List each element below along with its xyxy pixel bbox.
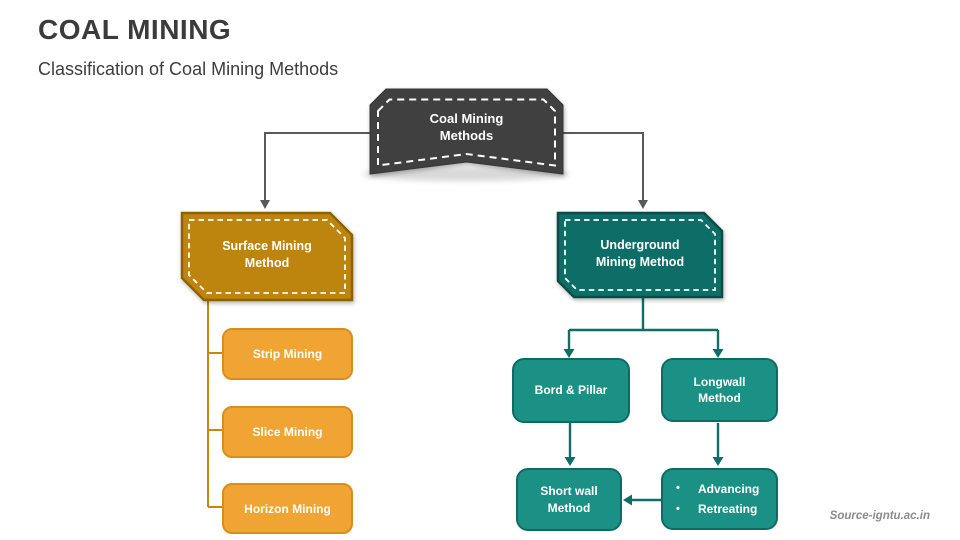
root-node-dashed-border xyxy=(377,98,556,167)
bullet-icon: • xyxy=(676,502,680,515)
underground-node-shape xyxy=(556,211,724,299)
shortwall-label: Short wall Method xyxy=(540,484,598,515)
connector-root-to-surface xyxy=(264,132,370,201)
underground-node-dashed-border xyxy=(564,219,716,291)
root-node-shape xyxy=(369,88,564,175)
arrowhead-bord xyxy=(563,349,575,358)
arrowhead-shortwall-left xyxy=(623,494,632,506)
retreating-label: Retreating xyxy=(698,502,758,516)
arrowhead-underground xyxy=(638,200,648,209)
connector-underground-split xyxy=(567,297,720,350)
node-shortwall: Short wall Method xyxy=(516,468,622,531)
node-strip-mining: Strip Mining xyxy=(222,328,353,380)
arrowhead-surface xyxy=(260,200,270,209)
longwall-label: Longwall Method xyxy=(693,374,746,405)
bord-pillar-label: Bord & Pillar xyxy=(534,383,608,398)
page-title: COAL MINING xyxy=(38,14,232,45)
node-longwall: Longwall Method xyxy=(661,358,778,422)
banner-shadow xyxy=(362,167,570,181)
surface-node-shape xyxy=(180,211,354,302)
connector-surface-children xyxy=(207,300,222,508)
bullet-icon: • xyxy=(676,482,680,495)
node-horizon-mining: Horizon Mining xyxy=(222,483,353,534)
source-attribution: Source-igntu.ac.in xyxy=(829,510,930,522)
bullet-item-advancing: • Advancing xyxy=(663,481,776,497)
node-advancing-retreating: • Advancing • Retreating xyxy=(661,468,778,530)
bullet-item-retreating: • Retreating xyxy=(663,501,776,517)
surface-node-dashed-border xyxy=(188,219,346,294)
horizon-mining-label: Horizon Mining xyxy=(244,501,331,516)
slice-mining-label: Slice Mining xyxy=(252,425,323,439)
node-bord-pillar: Bord & Pillar xyxy=(512,358,630,423)
arrowhead-longwall xyxy=(712,349,724,358)
arrowhead-shortwall xyxy=(564,457,576,466)
page-subtitle: Classification of Coal Mining Methods xyxy=(38,59,339,79)
advancing-label: Advancing xyxy=(698,481,760,496)
strip-mining-label: Strip Mining xyxy=(252,347,323,361)
node-slice-mining: Slice Mining xyxy=(222,406,353,458)
connector-root-to-underground xyxy=(563,132,644,201)
arrowhead-advancing xyxy=(712,457,724,466)
